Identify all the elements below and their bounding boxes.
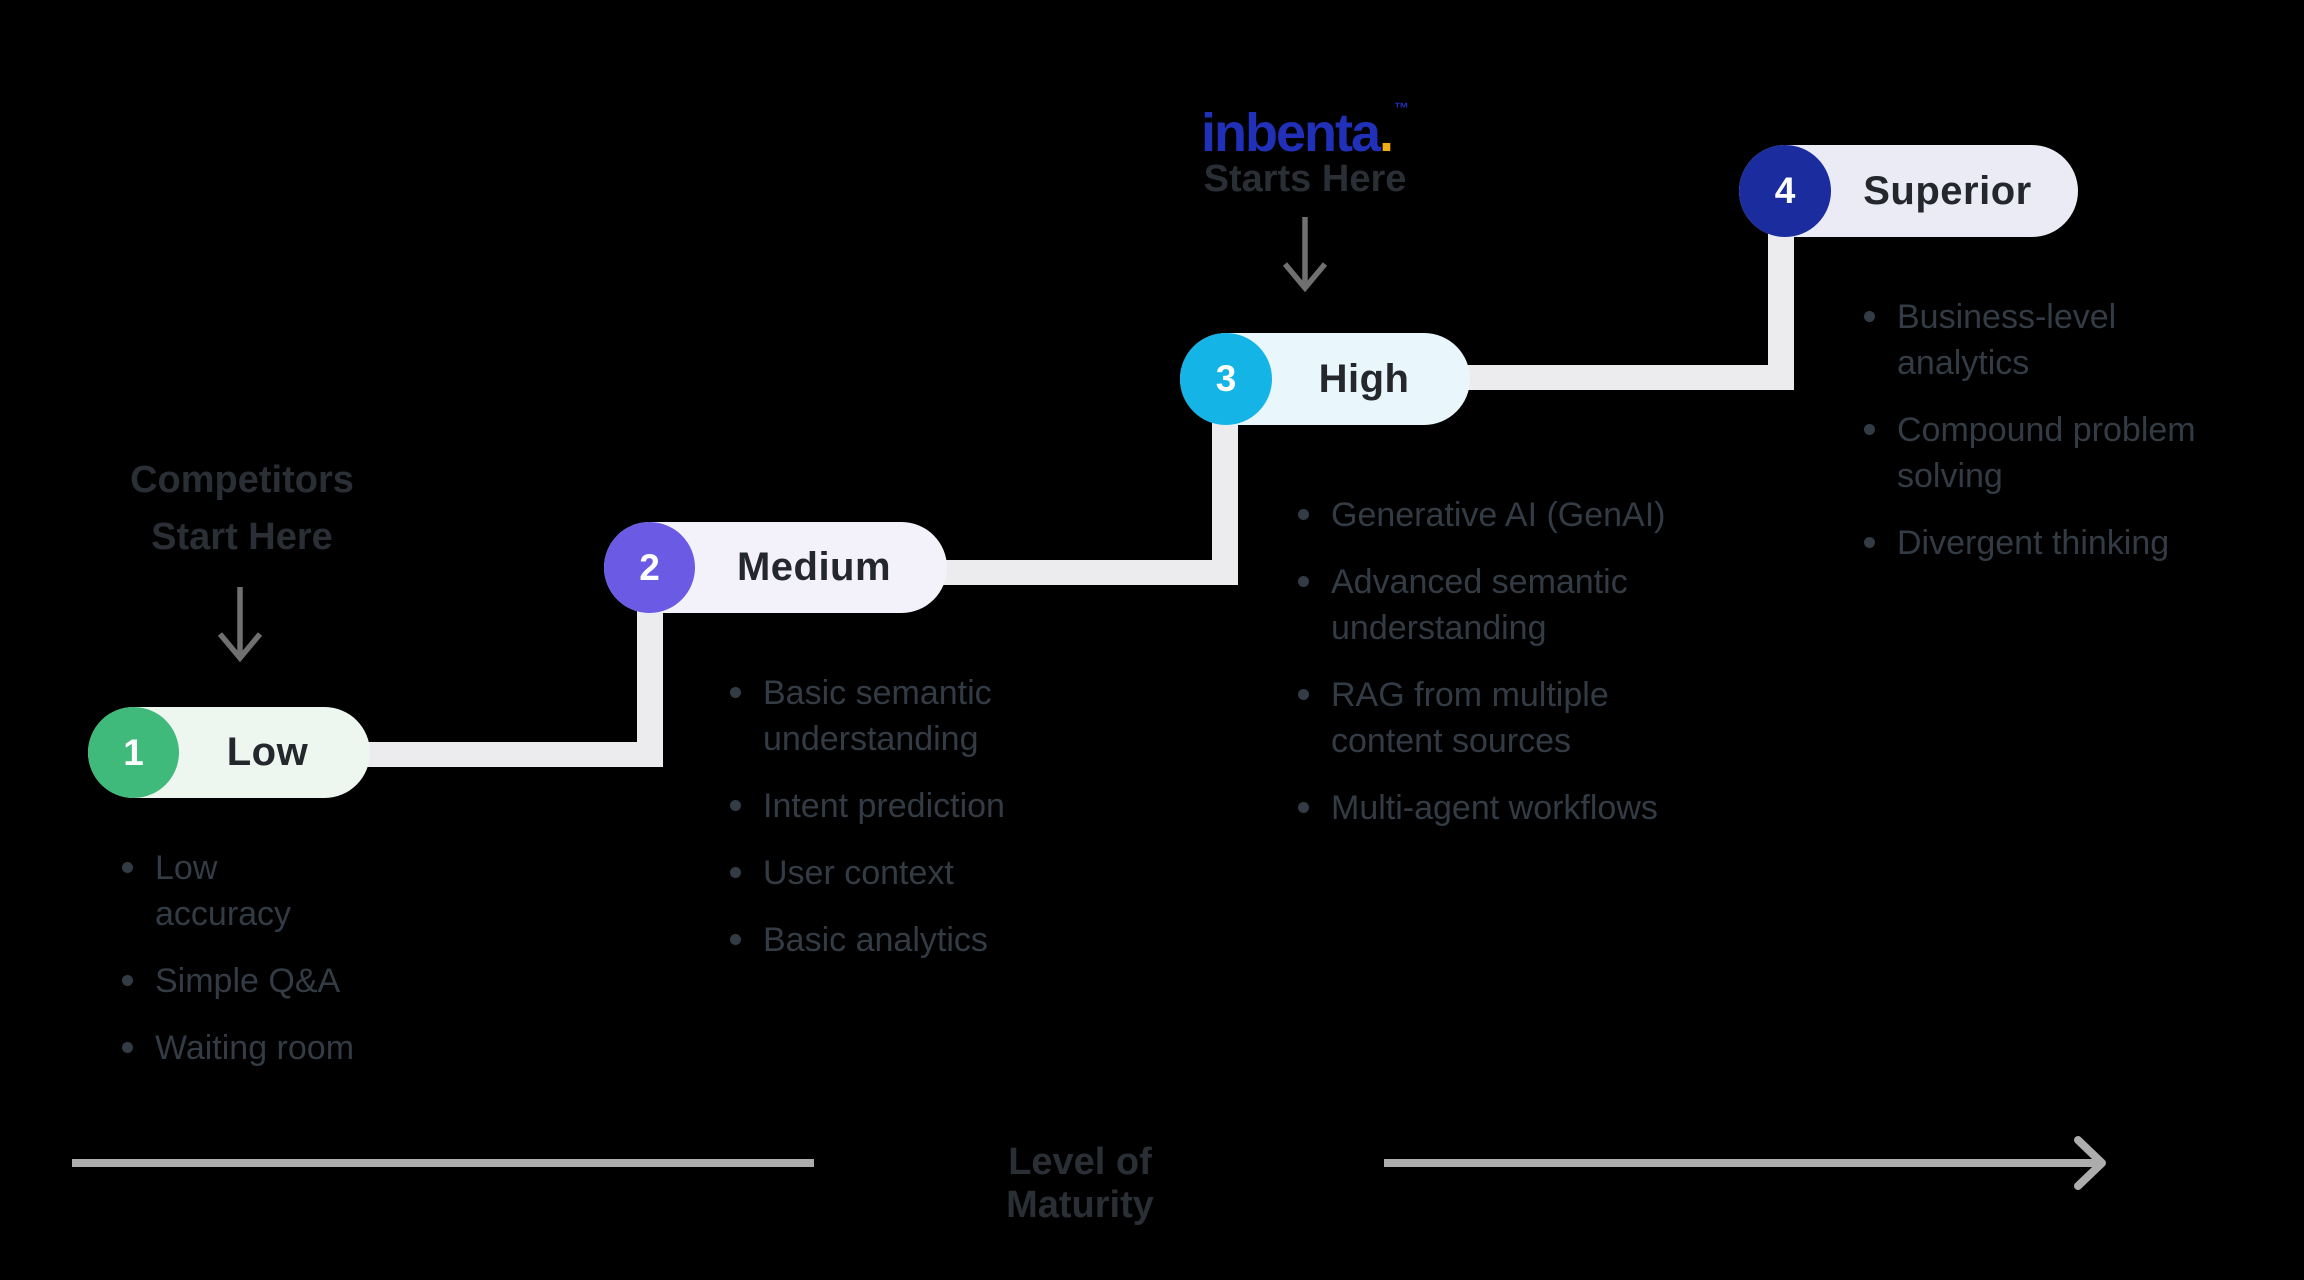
level-pill-label: Medium xyxy=(736,545,892,589)
level-number: 2 xyxy=(639,546,660,588)
level-pill-label: Low xyxy=(226,730,309,774)
level-high-features: Generative AI (GenAI) Advanced semantic … xyxy=(1296,492,1716,852)
feature-item: RAG from multiple content sources xyxy=(1296,672,1716,764)
level-number-badge: 3 xyxy=(1180,333,1272,425)
feature-item: Multi-agent workflows xyxy=(1296,785,1716,831)
level-number: 3 xyxy=(1215,358,1237,399)
inbenta-starts-here-label: Starts Here xyxy=(1203,158,1407,200)
level-number-badge: 2 xyxy=(604,522,695,613)
logo-dot: . xyxy=(1379,103,1394,163)
trademark-symbol: ™ xyxy=(1394,100,1410,117)
feature-item: Simple Q&A xyxy=(120,958,450,1004)
feature-item: Low accuracy xyxy=(120,845,450,937)
feature-item: Basic analytics xyxy=(728,917,1108,963)
level-number: 4 xyxy=(1774,170,1796,211)
feature-item: Waiting room xyxy=(120,1025,450,1071)
feature-item: Business-level analytics xyxy=(1862,294,2302,386)
level-number-badge: 4 xyxy=(1739,145,1831,237)
axis-label: Level of Maturity xyxy=(1006,1141,1154,1226)
down-arrow-icon xyxy=(1282,217,1328,293)
inbenta-logo: inbenta.™ xyxy=(1140,74,1470,168)
level-number: 1 xyxy=(123,731,144,773)
level-pill-low: 1 Low xyxy=(88,707,370,798)
feature-item: Compound problem solving xyxy=(1862,407,2302,499)
level-low-features: Low accuracy Simple Q&A Waiting room xyxy=(120,845,450,1092)
feature-item: Basic semantic understanding xyxy=(728,670,1108,762)
inbenta-wordmark: inbenta xyxy=(1200,103,1381,163)
feature-item: Divergent thinking xyxy=(1862,520,2302,566)
level-superior-features: Business-level analytics Compound proble… xyxy=(1862,294,2302,587)
axis-arrow-right-icon xyxy=(1384,1136,2106,1190)
down-arrow-icon xyxy=(217,587,263,663)
level-pill-label: High xyxy=(1318,356,1410,401)
level-medium-features: Basic semantic understanding Intent pred… xyxy=(728,670,1108,984)
feature-item: Advanced semantic understanding xyxy=(1296,559,1716,651)
feature-item: Generative AI (GenAI) xyxy=(1296,492,1716,538)
level-pill-high: 3 High xyxy=(1180,333,1470,425)
axis-line-left xyxy=(72,1159,814,1167)
feature-item: Intent prediction xyxy=(728,783,1108,829)
level-pill-medium: 2 Medium xyxy=(604,522,947,613)
level-number-badge: 1 xyxy=(88,707,179,798)
feature-item: User context xyxy=(728,850,1108,896)
competitors-start-here-label: Competitors Start Here xyxy=(130,459,354,558)
level-pill-label: Superior xyxy=(1863,168,2032,213)
level-pill-superior: 4 Superior xyxy=(1739,145,2078,237)
